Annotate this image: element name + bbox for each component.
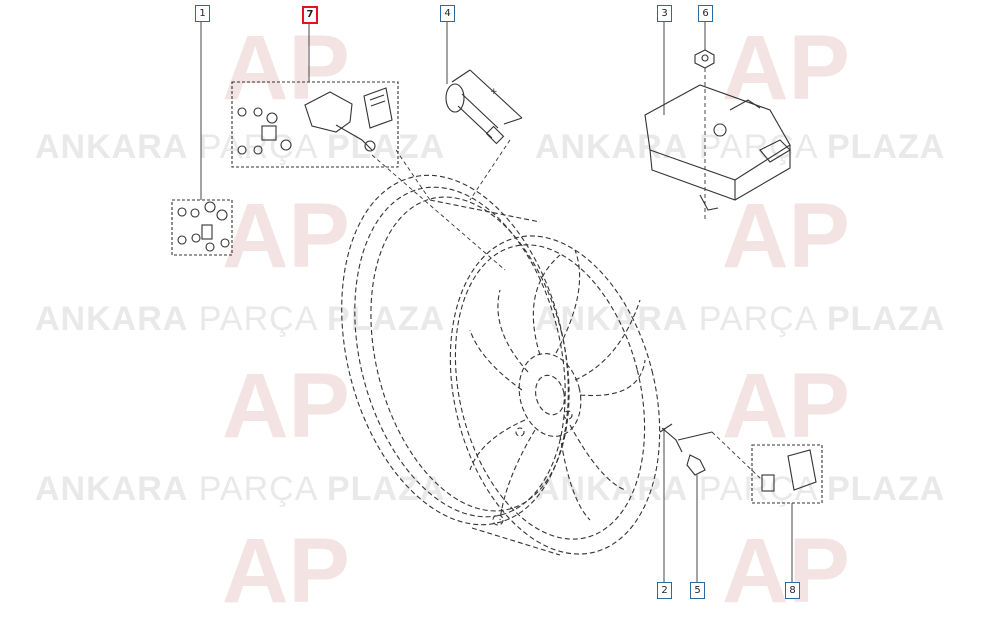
callout-5[interactable]: 5 xyxy=(690,582,705,599)
watermark-row: ANKARA PARÇA PLAZA xyxy=(535,300,946,338)
part-4-valve-stem: + xyxy=(445,69,523,145)
callout-7-highlighted[interactable]: 7 xyxy=(302,6,318,24)
part-1-seal-kit xyxy=(171,199,233,256)
watermark-logo: AP xyxy=(222,185,350,287)
watermark-logo: AP xyxy=(722,355,850,457)
part-7-tpms-sensor-kit xyxy=(231,81,399,168)
callout-2[interactable]: 2 xyxy=(657,582,672,599)
parts-drawing: + xyxy=(171,20,823,582)
watermark-logo: AP xyxy=(222,17,350,119)
part-8-repair-kit xyxy=(751,444,823,504)
watermark-logo: AP xyxy=(222,355,350,457)
callout-3[interactable]: 3 xyxy=(657,5,672,22)
svg-text:+: + xyxy=(490,87,498,97)
callout-6[interactable]: 6 xyxy=(698,5,713,22)
watermark-logo: AP xyxy=(722,17,850,119)
watermark-row: ANKARA PARÇA PLAZA xyxy=(35,300,446,338)
part-2-valve-core xyxy=(659,423,683,453)
callout-4[interactable]: 4 xyxy=(440,5,455,22)
watermark-row: ANKARA PARÇA PLAZA xyxy=(35,128,446,166)
watermark-logo: AP xyxy=(722,185,850,287)
part-6-nut xyxy=(694,49,715,69)
wheel-rim xyxy=(341,174,661,556)
callout-1[interactable]: 1 xyxy=(195,5,210,22)
part-5-screw xyxy=(686,454,706,476)
leader-lines xyxy=(200,20,793,582)
diagram-canvas: ANKARA PARÇA PLAZA ANKARA PARÇA PLAZA AN… xyxy=(35,5,946,617)
part-3-tpms-control-unit xyxy=(644,84,791,211)
callout-8[interactable]: 8 xyxy=(785,582,800,599)
watermark-row: ANKARA PARÇA PLAZA xyxy=(535,128,946,166)
